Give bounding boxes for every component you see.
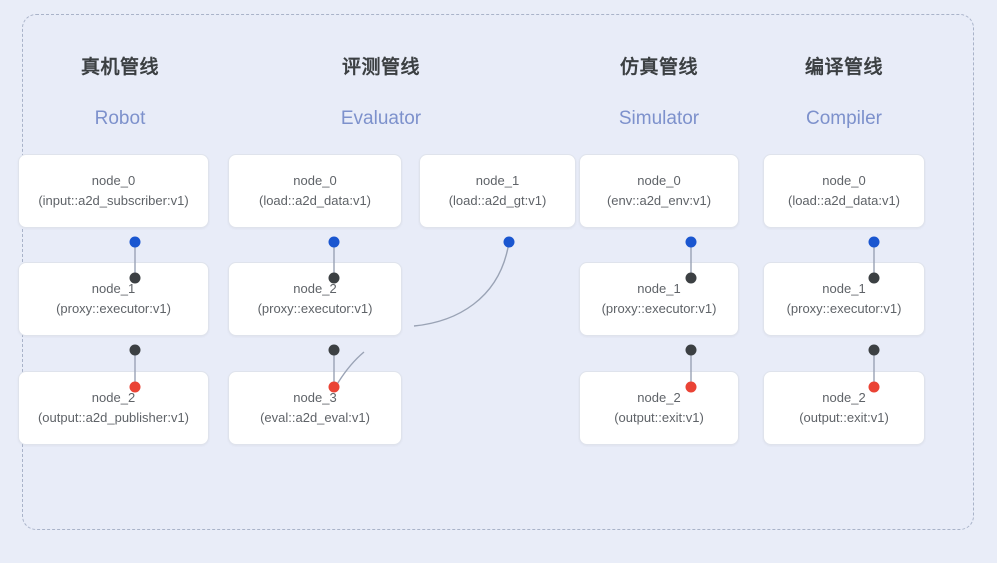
port-in-compiler-node_2[interactable] [868, 381, 880, 393]
port-in-simulator-node_1[interactable] [685, 272, 697, 284]
node-name: node_0 [293, 173, 337, 188]
port-out-compiler-node_1[interactable] [868, 344, 880, 356]
node-type: (load::a2d_data:v1) [258, 193, 372, 208]
port-out-compiler-node_0[interactable] [868, 236, 880, 248]
node-name: node_0 [822, 173, 866, 188]
pipeline-column-evaluator: 评测管线 Evaluator node_0 (load::a2d_data:v1… [211, 0, 576, 563]
node-name: node_2 [822, 390, 866, 405]
node-card-compiler-node_2[interactable]: node_2 (output::exit:v1) [763, 371, 925, 445]
node-type: (output::a2d_publisher:v1) [37, 410, 190, 425]
port-in-evaluator-node_2[interactable] [328, 272, 340, 284]
port-in-robot-node_1[interactable] [129, 272, 141, 284]
node-name: node_1 [475, 173, 520, 188]
node-name: node_1 [637, 281, 681, 296]
port-out-robot-node_1[interactable] [129, 344, 141, 356]
column-subtitle-simulator: Simulator [618, 108, 700, 129]
port-out-evaluator-node_1[interactable] [503, 236, 515, 248]
column-title-robot: 真机管线 [80, 57, 159, 78]
node-card-simulator-node_1[interactable]: node_1 (proxy::executor:v1) [579, 262, 739, 336]
node-type: (env::a2d_env:v1) [606, 193, 712, 208]
node-name: node_2 [91, 390, 136, 405]
node-type: (input::a2d_subscriber:v1) [38, 193, 189, 208]
node-type: (load::a2d_data:v1) [787, 193, 901, 208]
column-title-simulator: 仿真管线 [619, 57, 698, 78]
node-type: (output::exit:v1) [614, 410, 704, 425]
node-card-evaluator-node_2[interactable]: node_2 (proxy::executor:v1) [228, 262, 402, 336]
port-in-evaluator-node_3[interactable] [328, 381, 340, 393]
node-name: node_0 [637, 173, 681, 188]
node-type: (eval::a2d_eval:v1) [260, 410, 370, 425]
node-card-simulator-node_2[interactable]: node_2 (output::exit:v1) [579, 371, 739, 445]
node-card-compiler-node_1[interactable]: node_1 (proxy::executor:v1) [763, 262, 925, 336]
node-type: (proxy::executor:v1) [257, 301, 373, 316]
column-subtitle-compiler: Compiler [805, 108, 883, 129]
node-name: node_2 [293, 281, 337, 296]
port-out-evaluator-node_0[interactable] [328, 236, 340, 248]
column-subtitle-robot: Robot [94, 108, 146, 129]
port-out-simulator-node_1[interactable] [685, 344, 697, 356]
node-name: node_2 [637, 390, 681, 405]
node-card-robot-node_2[interactable]: node_2 (output::a2d_publisher:v1) [18, 371, 209, 445]
node-card-simulator-node_0[interactable]: node_0 (env::a2d_env:v1) [579, 154, 739, 228]
node-card-evaluator-node_0[interactable]: node_0 (load::a2d_data:v1) [228, 154, 402, 228]
port-out-evaluator-node_2[interactable] [328, 344, 340, 356]
port-in-robot-node_2[interactable] [129, 381, 141, 393]
port-in-simulator-node_2[interactable] [685, 381, 697, 393]
pipeline-column-simulator: 仿真管线 Simulator node_0 (env::a2d_env:v1) … [568, 0, 750, 563]
pipeline-column-robot: 真机管线 Robot node_0 (input::a2d_subscriber… [0, 0, 240, 563]
node-card-evaluator-node_1[interactable]: node_1 (load::a2d_gt:v1) [419, 154, 576, 228]
node-type: (proxy::executor:v1) [601, 301, 717, 316]
port-out-robot-node_0[interactable] [129, 236, 141, 248]
node-name: node_1 [91, 281, 136, 296]
pipeline-column-compiler: 编译管线 Compiler node_0 (load::a2d_data:v1)… [752, 0, 936, 563]
node-card-robot-node_1[interactable]: node_1 (proxy::executor:v1) [18, 262, 209, 336]
node-type: (output::exit:v1) [799, 410, 889, 425]
node-name: node_0 [91, 173, 136, 188]
node-type: (proxy::executor:v1) [786, 301, 902, 316]
node-name: node_1 [822, 281, 866, 296]
column-title-compiler: 编译管线 [804, 57, 883, 78]
node-type: (proxy::executor:v1) [56, 301, 171, 316]
node-card-compiler-node_0[interactable]: node_0 (load::a2d_data:v1) [763, 154, 925, 228]
port-in-compiler-node_1[interactable] [868, 272, 880, 284]
node-type: (load::a2d_gt:v1) [448, 193, 547, 208]
port-out-simulator-node_0[interactable] [685, 236, 697, 248]
column-subtitle-evaluator: Evaluator [340, 108, 422, 129]
node-card-evaluator-node_3[interactable]: node_3 (eval::a2d_eval:v1) [228, 371, 402, 445]
node-card-robot-node_0[interactable]: node_0 (input::a2d_subscriber:v1) [18, 154, 209, 228]
node-name: node_3 [293, 390, 337, 405]
column-title-evaluator: 评测管线 [341, 57, 420, 78]
